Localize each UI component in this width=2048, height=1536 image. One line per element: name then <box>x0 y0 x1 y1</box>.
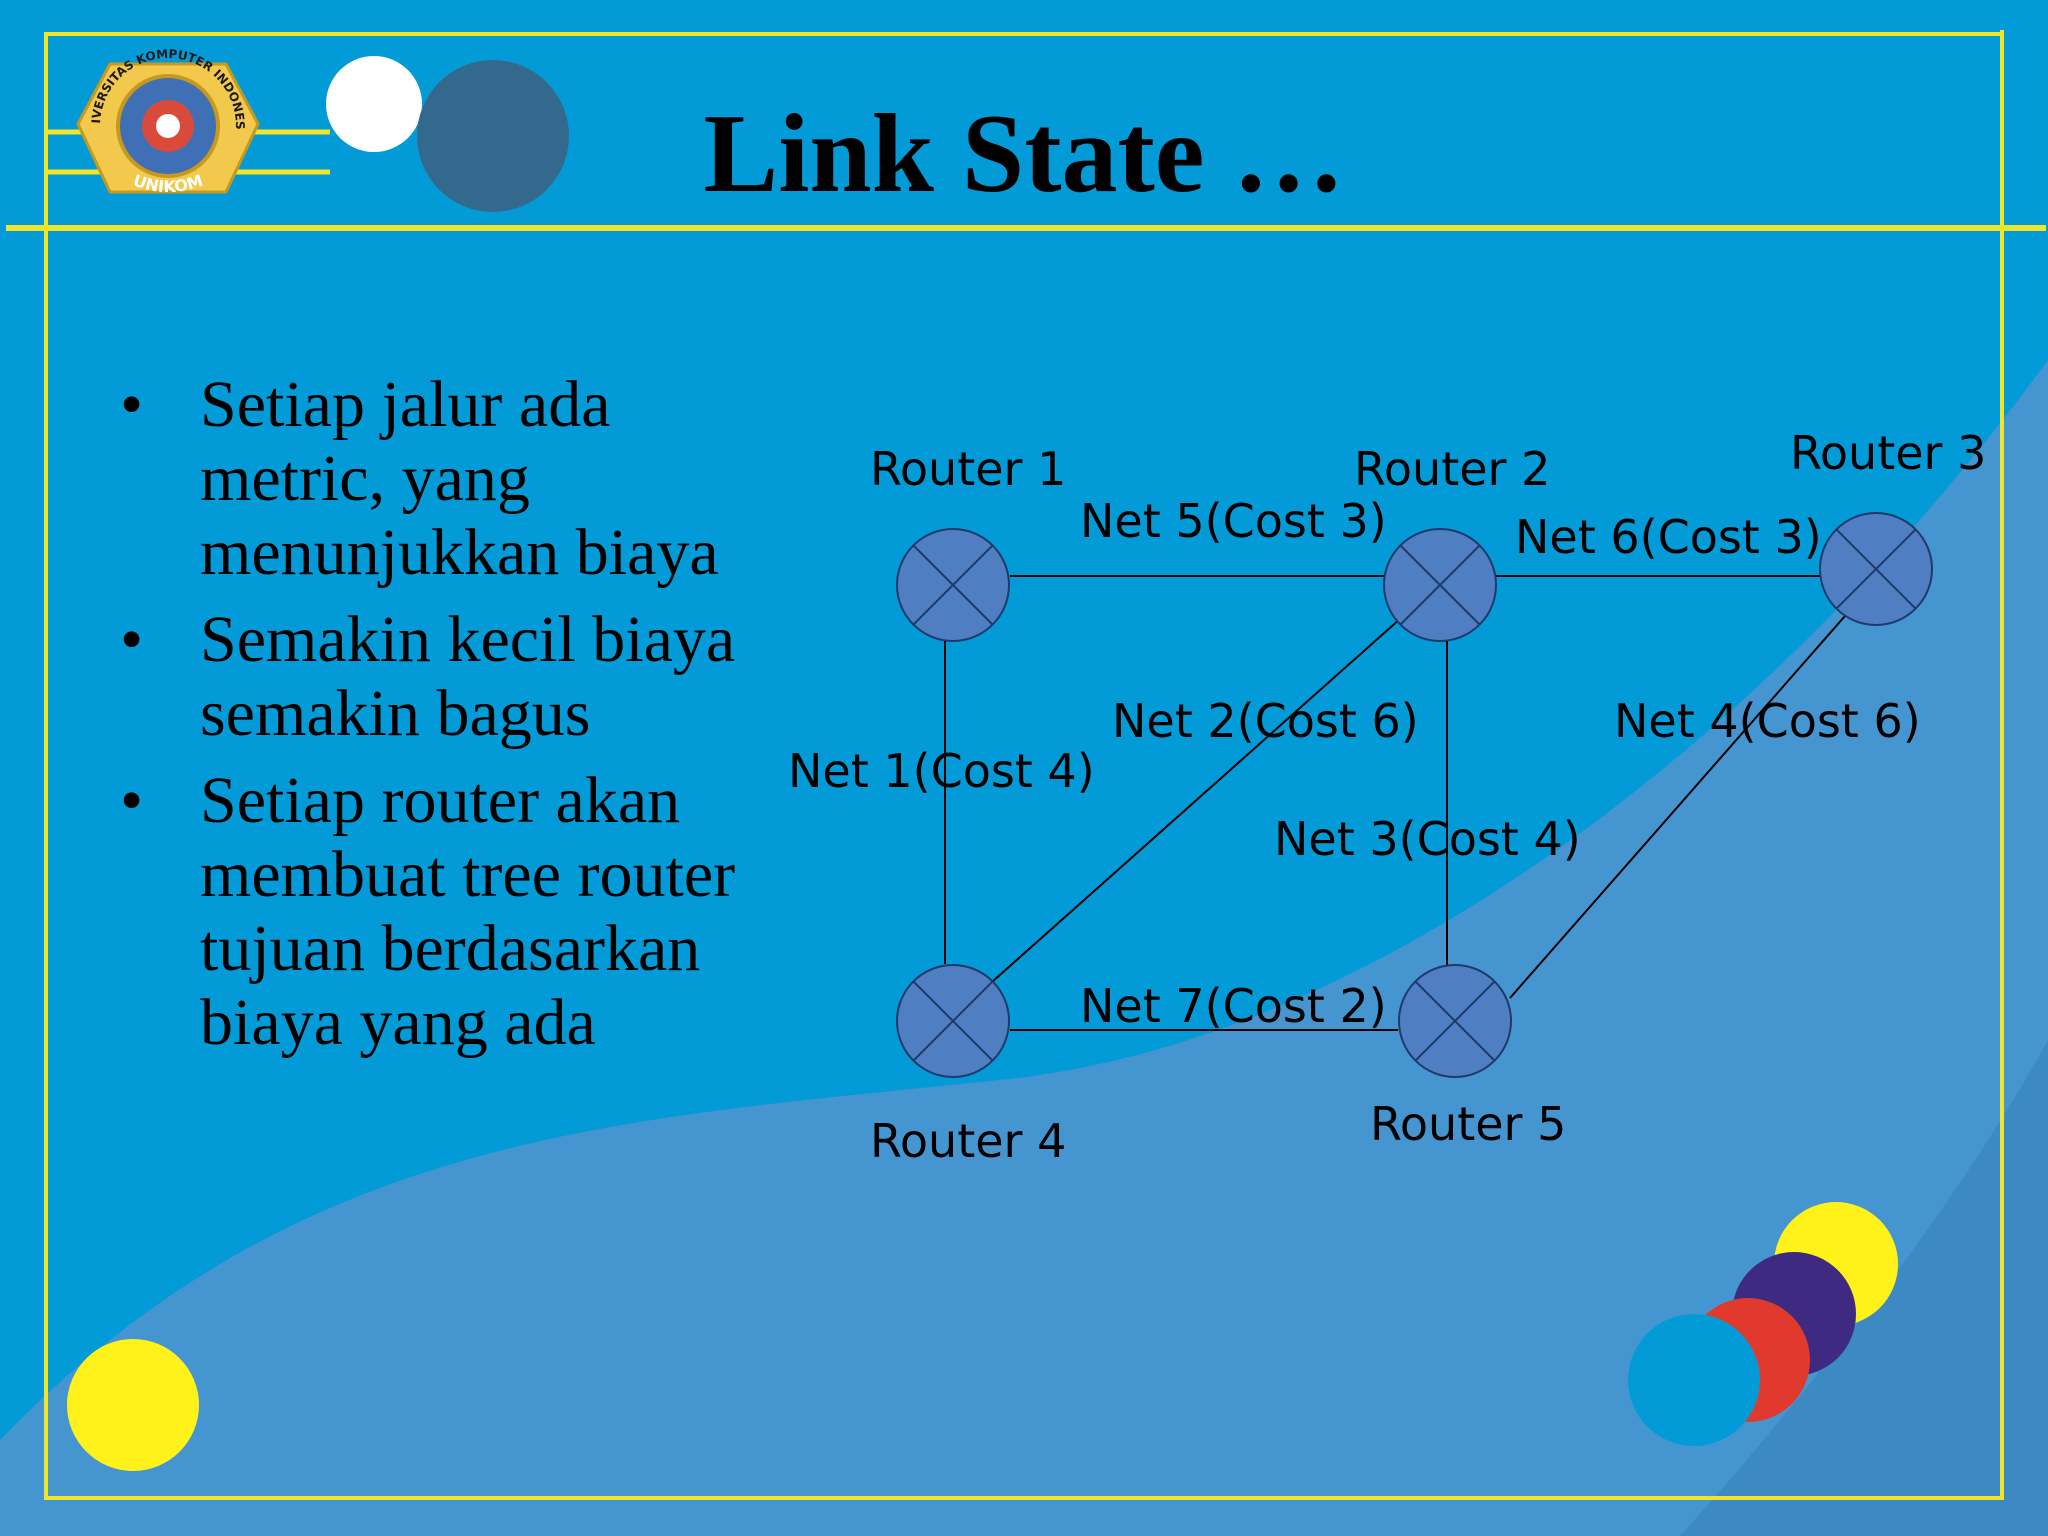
link-net6-label: Net 6(Cost 3) <box>1515 510 1822 564</box>
slide-frame <box>44 32 2004 1500</box>
router-2-node <box>1383 528 1497 642</box>
router-3-node <box>1819 512 1933 626</box>
bullet-item: • Setiap jalur ada metric, yang menunjuk… <box>118 368 798 590</box>
router-5-node <box>1398 964 1512 1078</box>
background-swoosh-dark <box>1680 1040 2048 1536</box>
link-net3-label: Net 3(Cost 4) <box>1274 812 1581 866</box>
link-net7-label: Net 7(Cost 2) <box>1080 979 1387 1033</box>
link-net2-label: Net 2(Cost 6) <box>1112 694 1419 748</box>
router-4-label: Router 4 <box>870 1114 1066 1168</box>
router-1-node <box>896 528 1010 642</box>
bullet-marker: • <box>120 368 144 441</box>
router-2-label: Router 2 <box>1354 442 1550 496</box>
router-1-label: Router 1 <box>870 442 1066 496</box>
link-net1-label: Net 1(Cost 4) <box>788 744 1095 798</box>
link-net2-line <box>991 609 1411 983</box>
cluster-blue-circle <box>1628 1314 1760 1446</box>
header-slate-circle <box>417 60 569 212</box>
bullet-text: Setiap router akan membuat tree router t… <box>200 764 736 1059</box>
bullet-text: Setiap jalur ada metric, yang menunjukka… <box>200 368 719 589</box>
bullet-item: • Setiap router akan membuat tree router… <box>118 764 798 1060</box>
bullet-marker: • <box>120 603 144 676</box>
bullet-list: • Setiap jalur ada metric, yang menunjuk… <box>118 368 798 1073</box>
router-5-label: Router 5 <box>1370 1097 1566 1151</box>
bottom-left-yellow-circle <box>67 1339 199 1471</box>
bullet-item: • Semakin kecil biaya semakin bagus <box>118 603 798 751</box>
link-net4-line <box>1509 607 1853 999</box>
link-net5-label: Net 5(Cost 3) <box>1080 494 1387 548</box>
bullet-marker: • <box>120 764 144 837</box>
slide-title: Link State … <box>703 92 1345 216</box>
header-white-circle <box>326 56 422 152</box>
bullet-text: Semakin kecil biaya semakin bagus <box>200 603 736 750</box>
router-4-node <box>896 964 1010 1078</box>
background-swoosh <box>0 360 2048 1536</box>
link-net4-label: Net 4(Cost 6) <box>1614 694 1921 748</box>
router-3-label: Router 3 <box>1790 426 1986 480</box>
